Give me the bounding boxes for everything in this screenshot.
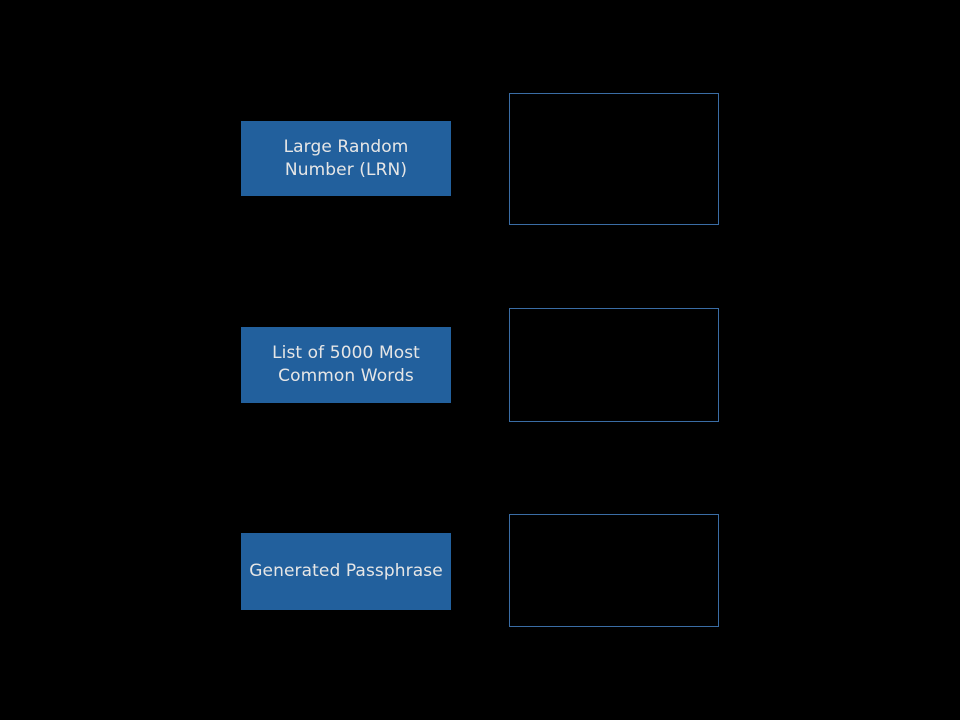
diagram-node-outline-2[interactable] (509, 308, 719, 422)
diagram-node-large-random-number[interactable]: Large Random Number (LRN) (241, 121, 451, 196)
diagram-node-word-list[interactable]: List of 5000 Most Common Words (241, 327, 451, 403)
diagram-node-generated-passphrase[interactable]: Generated Passphrase (241, 533, 451, 610)
diagram-node-label: Large Random Number (LRN) (283, 136, 409, 180)
diagram-node-outline-1[interactable] (509, 93, 719, 225)
diagram-node-label: Generated Passphrase (249, 561, 443, 582)
diagram-node-label: List of 5000 Most Common Words (272, 343, 420, 386)
diagram-node-outline-3[interactable] (509, 514, 719, 627)
